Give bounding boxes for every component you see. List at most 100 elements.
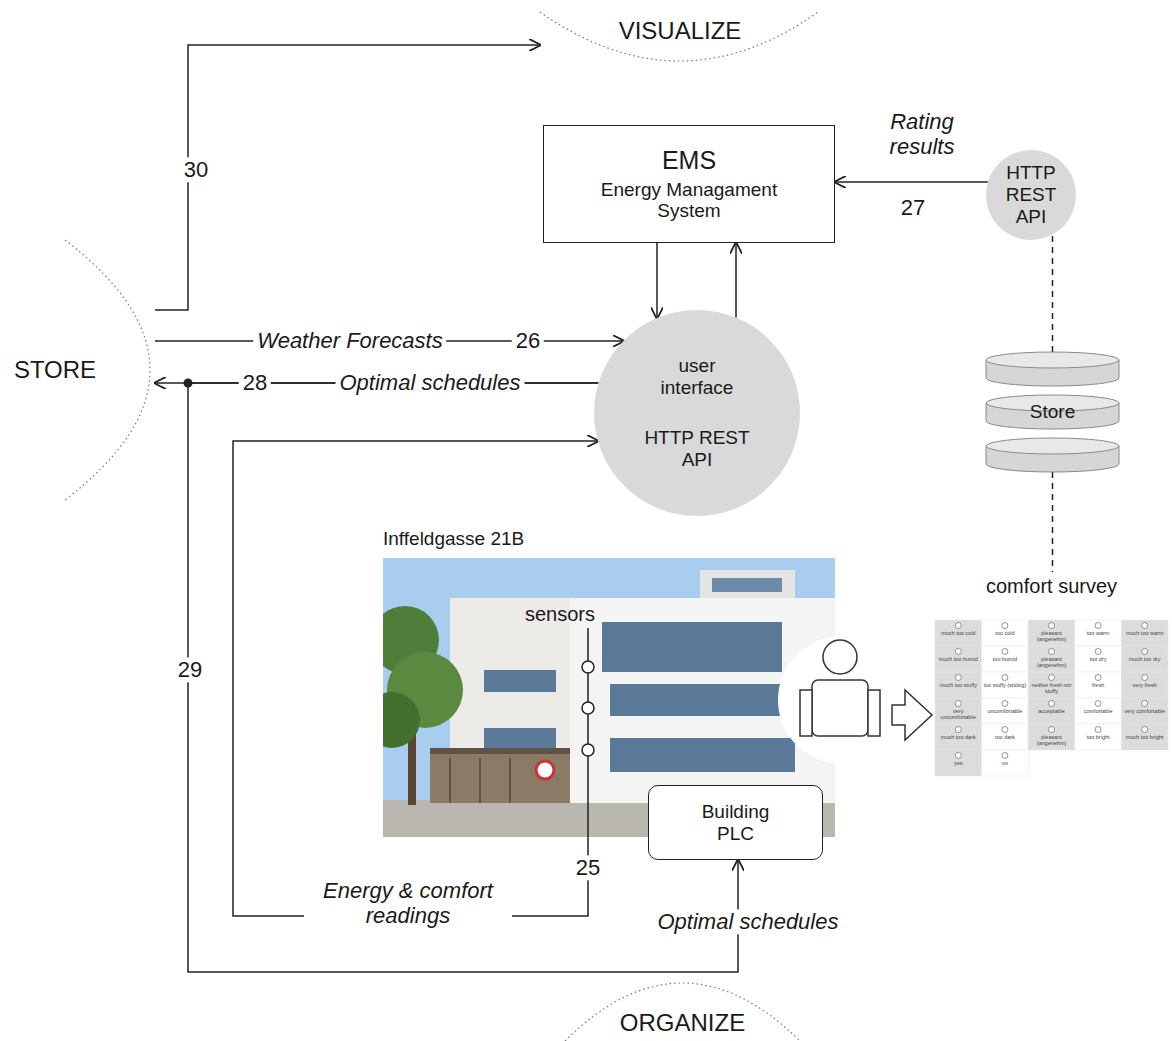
table-cell bbox=[935, 750, 982, 776]
radio-button bbox=[1049, 649, 1055, 655]
radio-button bbox=[1095, 623, 1101, 629]
node-title: STORE bbox=[14, 356, 96, 384]
radio-button bbox=[955, 623, 961, 629]
radio-button bbox=[955, 727, 961, 733]
node-title: EMS bbox=[662, 146, 716, 175]
radio-button bbox=[1049, 623, 1055, 629]
radio-button bbox=[1142, 623, 1148, 629]
radio-button bbox=[1095, 649, 1101, 655]
radio-button bbox=[1142, 675, 1148, 681]
table-cell bbox=[1028, 698, 1075, 724]
building: Inffeldgasse 21BBuilding PLC bbox=[383, 528, 835, 837]
table-cell bbox=[982, 620, 1029, 646]
node-title: user interface bbox=[647, 355, 747, 399]
node-title: comfort survey bbox=[986, 575, 1117, 598]
table-cell bbox=[935, 672, 982, 698]
table-cell bbox=[935, 620, 982, 646]
table-cell-text: pleasant (angenehm) bbox=[1029, 656, 1074, 668]
edge-label: Optimal schedules bbox=[336, 370, 525, 395]
table-cell-text: comfortable bbox=[1076, 708, 1121, 714]
process-box: EMS Energy Managament System bbox=[543, 125, 835, 243]
cylinder-top bbox=[986, 352, 1119, 368]
radio-button bbox=[1002, 649, 1008, 655]
table-cell bbox=[982, 646, 1029, 672]
node-subtitle: Energy Managament System bbox=[579, 179, 799, 223]
table-cell-text: pleasant (angenehm) bbox=[1029, 630, 1074, 642]
table-cell-text: much too bright bbox=[1122, 734, 1167, 740]
radio-button bbox=[955, 753, 961, 759]
table-cell bbox=[1121, 646, 1168, 672]
table-cell bbox=[1121, 724, 1168, 750]
radio-button bbox=[1142, 727, 1148, 733]
survey-form: comfort survey bbox=[935, 572, 1168, 777]
table-cell bbox=[1075, 646, 1122, 672]
table-cell-text: neither fresh nor stuffy bbox=[1029, 682, 1074, 694]
table-cell-text: much too dark bbox=[936, 734, 981, 740]
arc-line bbox=[540, 12, 818, 61]
radio-button bbox=[1142, 701, 1148, 707]
table-cell-text: too stuffy (stickig) bbox=[983, 682, 1028, 688]
table-cell-text: pleasant (angenehm) bbox=[1029, 734, 1074, 746]
radio-button bbox=[955, 675, 961, 681]
radio-button bbox=[1049, 727, 1055, 733]
node-title: Store bbox=[1030, 401, 1075, 423]
table-cell bbox=[935, 646, 982, 672]
table-cell bbox=[935, 698, 982, 724]
radio-button bbox=[1095, 701, 1101, 707]
table-cell-text: too cold bbox=[983, 630, 1028, 636]
table-cell bbox=[1028, 724, 1075, 750]
edge-label: Rating results bbox=[873, 109, 971, 160]
api-circle: user interfaceHTTP REST API bbox=[594, 310, 800, 516]
dashed-link bbox=[1052, 235, 1054, 353]
table-cell bbox=[1075, 724, 1122, 750]
table-cell-text: too humid bbox=[983, 656, 1028, 662]
table-cell-text: too bright bbox=[1076, 734, 1121, 740]
node-title: VISUALIZE bbox=[619, 17, 742, 45]
table-cell-text: much too warm bbox=[1122, 630, 1167, 636]
radio-button bbox=[1095, 675, 1101, 681]
stage-arc: STORE bbox=[0, 240, 155, 500]
flow-arrow bbox=[835, 181, 988, 183]
dashed-link bbox=[1052, 472, 1054, 572]
sensor bbox=[582, 744, 594, 756]
radio-button bbox=[1049, 675, 1055, 681]
callout-number: 29 bbox=[174, 657, 206, 682]
survey-table bbox=[935, 620, 1168, 776]
node-title: Building PLC bbox=[688, 801, 783, 845]
radio-button bbox=[1002, 753, 1008, 759]
table-cell-text: too dry bbox=[1076, 656, 1121, 662]
table-cell bbox=[982, 750, 1029, 776]
arc-line bbox=[565, 983, 800, 1041]
table-cell bbox=[982, 724, 1029, 750]
table-cell-text: fresh bbox=[1076, 682, 1121, 688]
node-subtitle: HTTP REST API bbox=[637, 427, 757, 471]
cylinder-top bbox=[986, 438, 1119, 454]
table-cell bbox=[1121, 672, 1168, 698]
table-cell bbox=[982, 698, 1029, 724]
table-cell bbox=[1121, 698, 1168, 724]
edge-label: Energy & comfort readings bbox=[304, 878, 512, 929]
table-cell-text: much too dry bbox=[1122, 656, 1167, 662]
radio-button bbox=[955, 701, 961, 707]
radio-button bbox=[955, 649, 961, 655]
callout-number: 25 bbox=[572, 855, 604, 880]
callout-number: 26 bbox=[512, 328, 544, 353]
table-cell-text: too warm bbox=[1076, 630, 1121, 636]
callout-number: 30 bbox=[180, 157, 212, 182]
database: Store bbox=[985, 352, 1120, 472]
radio-button bbox=[1049, 701, 1055, 707]
api-circle: HTTP REST API bbox=[986, 150, 1076, 240]
hollow-arrow bbox=[892, 690, 932, 740]
table-cell-text: very fresh bbox=[1122, 682, 1167, 688]
table-cell-text: very comfortable bbox=[1122, 708, 1167, 714]
stage-arc: ORGANIZE bbox=[565, 985, 800, 1041]
table-cell bbox=[1028, 672, 1075, 698]
node-title: HTTP REST API bbox=[991, 162, 1071, 228]
node-title: Inffeldgasse 21B bbox=[383, 528, 524, 550]
table-cell bbox=[1075, 672, 1122, 698]
callout-number: 28 bbox=[239, 370, 271, 395]
table-cell bbox=[982, 672, 1029, 698]
flow-arrow bbox=[155, 45, 540, 310]
table-cell bbox=[1028, 620, 1075, 646]
sensor-line bbox=[587, 628, 589, 837]
